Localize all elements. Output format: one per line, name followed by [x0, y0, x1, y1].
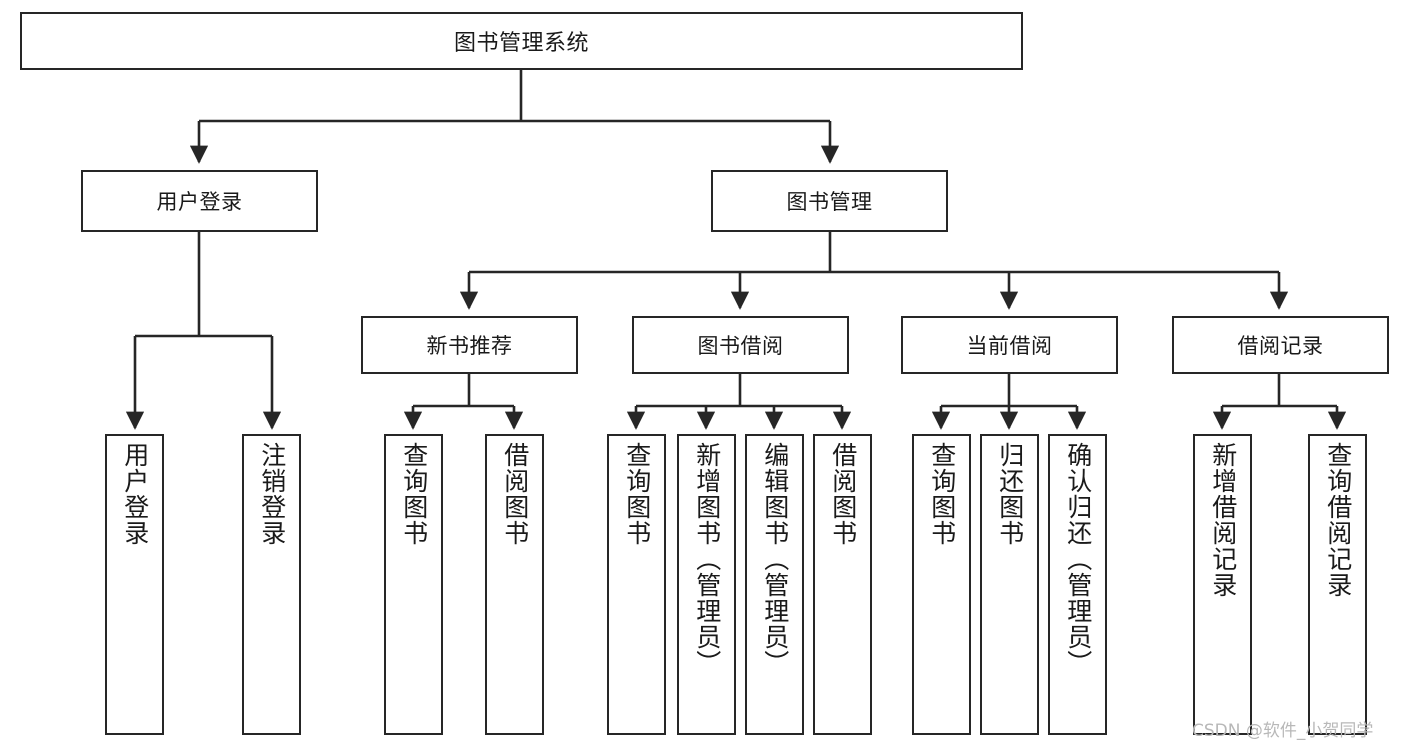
node-label: 归还图书: [995, 442, 1025, 546]
leaf-new-book-query-book[interactable]: 查询图书: [384, 434, 443, 735]
leaf-current-borrow-confirm-return-admin[interactable]: 确认归还（管理员）: [1048, 434, 1107, 735]
leaf-borrow-record-query-record[interactable]: 查询借阅记录: [1308, 434, 1367, 735]
node-new-book-recommend[interactable]: 新书推荐: [361, 316, 578, 374]
leaf-user-login-logout[interactable]: 注销登录: [242, 434, 301, 735]
node-label: 新书推荐: [426, 334, 513, 358]
node-label: 查询图书: [399, 442, 429, 546]
leaf-borrow-record-add-record[interactable]: 新增借阅记录: [1193, 434, 1252, 735]
node-label: 查询图书: [927, 442, 957, 546]
node-label: 借阅记录: [1237, 334, 1324, 358]
node-label: 借阅图书: [828, 442, 858, 546]
node-user-login[interactable]: 用户登录: [81, 170, 318, 232]
node-label: 确认归还（管理员）: [1063, 442, 1093, 676]
node-label: 当前借阅: [966, 334, 1053, 358]
leaf-book-borrow-query-book[interactable]: 查询图书: [607, 434, 666, 735]
leaf-user-login-login[interactable]: 用户登录: [105, 434, 164, 735]
node-label: 查询借阅记录: [1323, 442, 1353, 598]
leaf-book-borrow-borrow-book[interactable]: 借阅图书: [813, 434, 872, 735]
node-label: 查询图书: [622, 442, 652, 546]
node-label: 新增借阅记录: [1208, 442, 1238, 598]
leaf-new-book-borrow-book[interactable]: 借阅图书: [485, 434, 544, 735]
node-label: 图书借阅: [697, 334, 784, 358]
node-label: 图书管理系统: [453, 31, 589, 56]
leaf-book-borrow-edit-book-admin[interactable]: 编辑图书（管理员）: [745, 434, 804, 735]
node-book-management-system[interactable]: 图书管理系统: [20, 12, 1023, 70]
node-label: 借阅图书: [500, 442, 530, 546]
node-borrow-record[interactable]: 借阅记录: [1172, 316, 1389, 374]
node-label: 图书管理: [786, 190, 873, 214]
leaf-current-borrow-query-book[interactable]: 查询图书: [912, 434, 971, 735]
node-label: 用户登录: [120, 442, 150, 546]
leaf-book-borrow-add-book-admin[interactable]: 新增图书（管理员）: [677, 434, 736, 735]
node-book-borrow[interactable]: 图书借阅: [632, 316, 849, 374]
node-label: 新增图书（管理员）: [692, 442, 722, 676]
node-label: 编辑图书（管理员）: [760, 442, 790, 676]
node-book-management[interactable]: 图书管理: [711, 170, 948, 232]
node-label: 用户登录: [156, 190, 243, 214]
node-current-borrow[interactable]: 当前借阅: [901, 316, 1118, 374]
leaf-current-borrow-return-book[interactable]: 归还图书: [980, 434, 1039, 735]
node-label: 注销登录: [257, 442, 287, 546]
